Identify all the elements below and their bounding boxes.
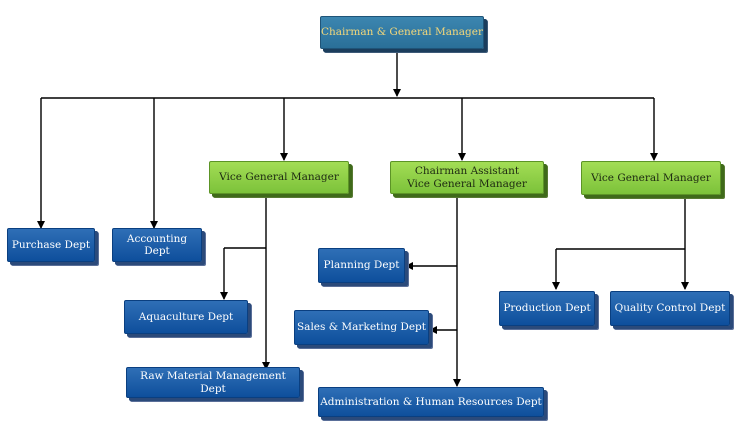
node-chairman-assistant[interactable]: Chairman Assistant Vice General Manager bbox=[390, 161, 544, 194]
node-aquaculture-dept[interactable]: Aquaculture Dept bbox=[124, 300, 248, 334]
node-accounting-label: Accounting Dept bbox=[126, 232, 188, 257]
node-purchase-label: Purchase Dept bbox=[11, 238, 91, 251]
node-vgm-left-label: Vice General Manager bbox=[219, 171, 339, 184]
node-chairman-label: Chairman & General Manager bbox=[321, 26, 483, 39]
node-vice-general-manager-left[interactable]: Vice General Manager bbox=[209, 161, 349, 194]
node-chairman[interactable]: Chairman & General Manager bbox=[320, 16, 484, 49]
node-raw-material-dept[interactable]: Raw Material Management Dept bbox=[126, 367, 300, 398]
node-chairman-assistant-label: Chairman Assistant Vice General Manager bbox=[407, 165, 527, 190]
node-vice-general-manager-right[interactable]: Vice General Manager bbox=[581, 161, 721, 195]
node-admin-hr-label: Administration & Human Resources Dept bbox=[320, 395, 542, 408]
node-accounting-dept[interactable]: Accounting Dept bbox=[112, 228, 202, 262]
node-quality-control-label: Quality Control Dept bbox=[614, 302, 726, 315]
node-admin-hr-dept[interactable]: Administration & Human Resources Dept bbox=[318, 387, 544, 417]
node-production-label: Production Dept bbox=[503, 302, 591, 315]
node-aquaculture-label: Aquaculture Dept bbox=[138, 310, 234, 323]
node-sales-marketing-label: Sales & Marketing Dept bbox=[296, 321, 426, 334]
node-production-dept[interactable]: Production Dept bbox=[499, 291, 595, 326]
node-vgm-right-label: Vice General Manager bbox=[591, 171, 711, 184]
node-quality-control-dept[interactable]: Quality Control Dept bbox=[610, 291, 730, 326]
node-raw-material-label: Raw Material Management Dept bbox=[140, 370, 286, 395]
node-planning-dept[interactable]: Planning Dept bbox=[318, 248, 405, 283]
node-planning-label: Planning Dept bbox=[323, 259, 400, 272]
node-purchase-dept[interactable]: Purchase Dept bbox=[7, 228, 95, 262]
node-sales-marketing-dept[interactable]: Sales & Marketing Dept bbox=[294, 310, 429, 345]
